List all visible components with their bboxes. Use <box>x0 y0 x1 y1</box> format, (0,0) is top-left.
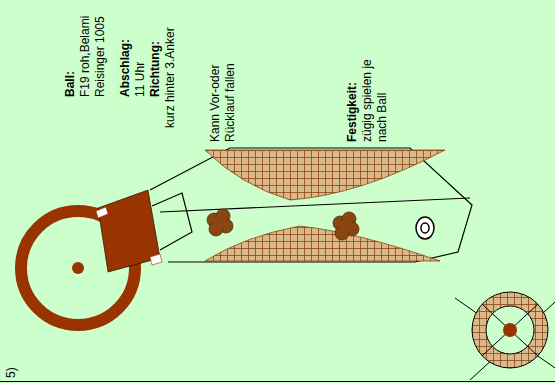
marker-blob <box>207 209 233 236</box>
target-cross <box>482 304 538 356</box>
heading-label: Richtung: <box>148 41 163 97</box>
lane-inner-outline <box>152 193 192 250</box>
note-label: Kann Vor-oder Rücklauf fallen <box>208 46 238 142</box>
block-end <box>150 254 162 265</box>
target-dot <box>503 323 517 337</box>
block-end <box>96 207 108 218</box>
marker-blob <box>333 212 359 240</box>
note-label: 5) <box>4 367 19 378</box>
target-inner <box>486 306 534 354</box>
target-ring <box>472 292 548 368</box>
heading-label: Abschlag: <box>118 39 133 97</box>
note-label: 11 Uhr <box>133 62 148 97</box>
lane-outline <box>150 148 472 262</box>
note-label: zügig spielen je nach Ball <box>360 58 390 142</box>
heading-label: Festigkeit: <box>345 82 360 142</box>
lower-zone <box>205 226 440 261</box>
heading-label: Ball: <box>63 71 78 97</box>
upper-zone <box>205 150 445 200</box>
center-dot <box>72 262 84 274</box>
note-label: kurz hinter 3.Anker <box>163 27 178 128</box>
frame-line <box>0 381 555 382</box>
note-label: F19 roh,Belami Reisinger 1005 <box>78 1 108 97</box>
direction-line <box>160 198 470 212</box>
anchor-ring <box>416 217 434 239</box>
target-cross <box>482 304 538 356</box>
anchor-ring <box>421 223 429 233</box>
